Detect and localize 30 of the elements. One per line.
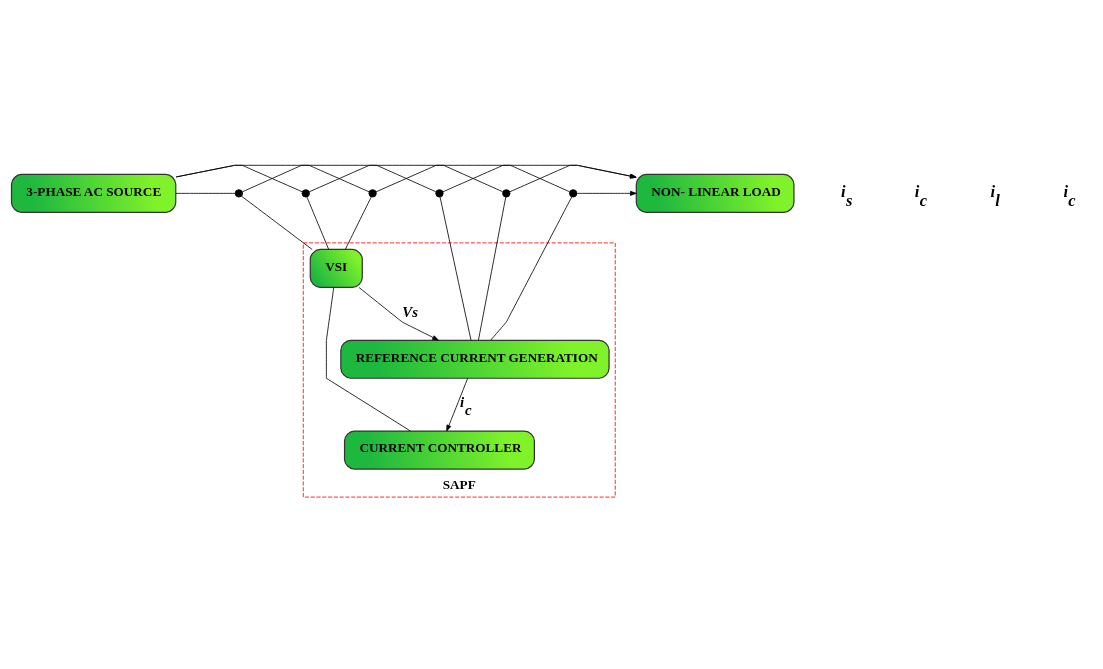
node-circle [569, 189, 578, 198]
node-box: CURRENT CONTROLLER [343, 430, 535, 470]
node-circle [502, 189, 511, 198]
node-box: VSI [309, 248, 363, 289]
connector [175, 164, 303, 193]
connector [375, 164, 570, 193]
connector [175, 192, 236, 194]
connector [308, 164, 503, 193]
arrow [509, 164, 637, 193]
connector [439, 196, 472, 341]
node-circle [301, 189, 310, 198]
connector [345, 196, 372, 250]
connector [490, 196, 573, 341]
connector [325, 287, 411, 432]
edge-label: Vs [402, 303, 418, 320]
node-box: REFERENCE CURRENT GENERATION [340, 339, 610, 379]
arrow [446, 377, 469, 432]
connector [306, 196, 329, 250]
arrow [576, 190, 637, 196]
node-box: NON- LINEAR LOAD [635, 173, 795, 213]
arrow [442, 164, 637, 193]
connector [242, 164, 437, 193]
connector [175, 164, 370, 193]
connector [478, 196, 507, 341]
connector [241, 195, 313, 250]
node-circle [234, 189, 244, 198]
arrow [358, 287, 439, 341]
node-circle [368, 189, 377, 198]
node-circle [435, 189, 444, 198]
node-box: 3-PHASE AC SOURCE [10, 173, 177, 213]
